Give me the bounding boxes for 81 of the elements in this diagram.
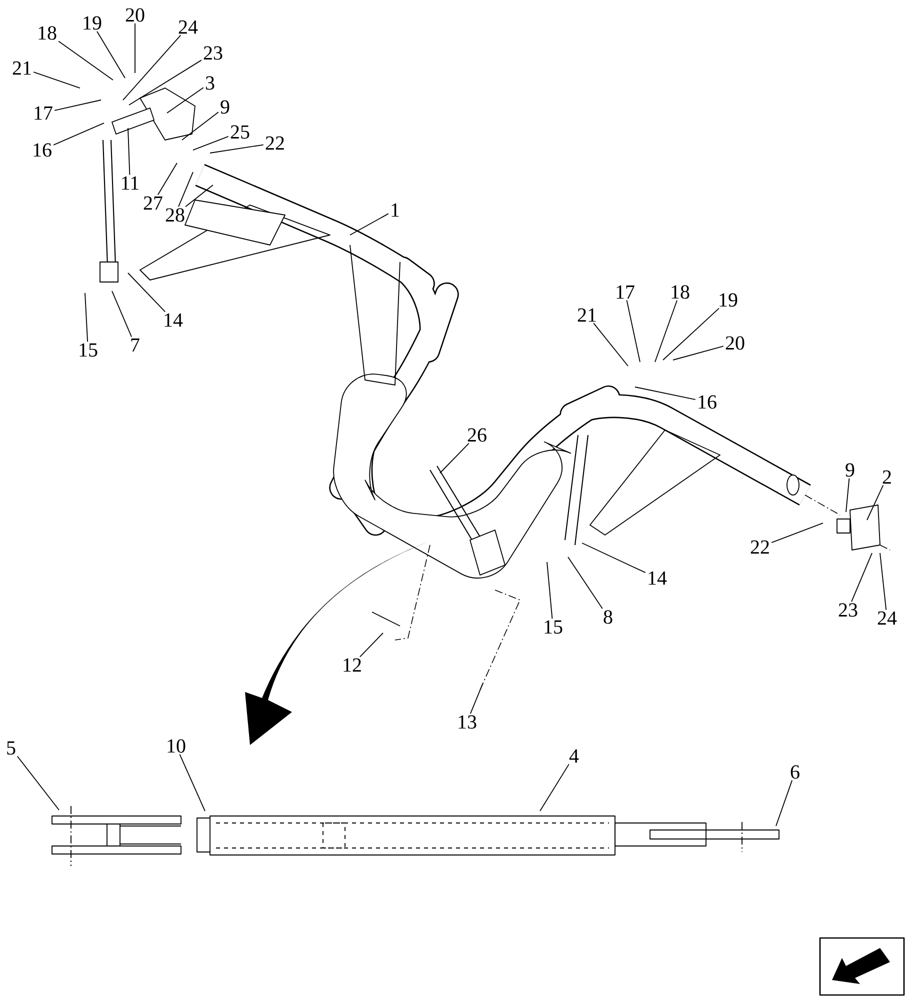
leader-line — [634, 386, 696, 400]
leader-line — [851, 552, 872, 602]
leader-line — [122, 34, 182, 100]
leader-line — [192, 136, 229, 150]
callout-number: 17 — [34, 106, 52, 120]
callout-number: 22 — [750, 540, 769, 554]
leader-line — [53, 122, 104, 146]
callout-number: 23 — [204, 46, 222, 60]
leader-line — [16, 756, 60, 810]
callout-number: 8 — [604, 610, 612, 624]
callout-number: 26 — [468, 428, 486, 442]
leader-line — [846, 478, 850, 512]
callout-number: 19 — [720, 293, 738, 307]
leader-line — [866, 484, 884, 520]
callout-number: 23 — [838, 603, 858, 617]
leader-line — [440, 442, 470, 474]
leader-line — [182, 112, 219, 140]
callout-number: 27 — [144, 196, 162, 210]
callout-number: 4 — [569, 749, 579, 763]
callout-number: 25 — [230, 125, 250, 139]
callout-number: 11 — [122, 176, 138, 190]
leader-line — [128, 128, 130, 176]
callout-number: 20 — [726, 336, 744, 350]
leader-line — [593, 322, 628, 366]
leader-line — [185, 184, 214, 208]
leader-line — [880, 552, 887, 610]
leader-line — [546, 562, 553, 620]
callout-number: 9 — [220, 100, 230, 114]
callout-number: 21 — [12, 61, 31, 75]
leader-line — [54, 100, 102, 111]
leader-line — [470, 682, 484, 714]
callout-number: 14 — [648, 571, 667, 585]
leader-line — [84, 292, 88, 342]
callout-number: 22 — [266, 136, 284, 150]
callout-number: 21 — [578, 308, 596, 322]
leader-line — [128, 272, 166, 312]
leader-line — [178, 172, 194, 208]
leader-line — [58, 40, 114, 80]
leader-line — [672, 346, 724, 360]
leader-line — [128, 60, 202, 106]
callout-number: 20 — [126, 8, 144, 22]
leader-line — [33, 72, 80, 88]
callout-number: 18 — [672, 285, 690, 299]
leader-line — [166, 87, 204, 114]
leader-line — [776, 780, 793, 826]
callout-number: 19 — [84, 16, 102, 30]
callout-number: 24 — [878, 611, 897, 625]
leader-line — [654, 300, 678, 362]
callout-number: 3 — [206, 76, 214, 90]
callout-number: 5 — [7, 741, 16, 755]
leader-line — [157, 162, 178, 196]
leader-line — [771, 522, 824, 544]
leader-line — [568, 556, 603, 610]
callout-number: 9 — [846, 463, 854, 477]
leader-line — [582, 542, 646, 574]
callout-number: 15 — [544, 620, 562, 634]
callout-number: 13 — [458, 715, 476, 729]
callout-number: 12 — [344, 658, 361, 672]
callout-number: 24 — [178, 20, 198, 34]
callout-number: 28 — [166, 208, 184, 222]
leader-line — [210, 144, 264, 154]
callout-number: 10 — [168, 739, 186, 753]
leader-line — [350, 213, 389, 236]
callout-number: 16 — [34, 143, 52, 157]
callout-number: 15 — [80, 343, 98, 357]
leader-line — [179, 754, 206, 812]
callout-number: 18 — [38, 26, 56, 40]
callout-number: 14 — [164, 313, 183, 327]
callout-number: 7 — [131, 338, 140, 352]
callout-number: 1 — [392, 203, 399, 217]
leader-line — [540, 764, 570, 812]
callout-number: 17 — [616, 285, 634, 299]
leader-line — [360, 632, 384, 658]
callout-number: 2 — [882, 470, 891, 484]
leader-line — [96, 30, 126, 78]
callout-number: 16 — [698, 395, 716, 409]
leader-line — [626, 300, 640, 362]
leader-line — [134, 22, 136, 74]
leader-line — [662, 308, 720, 360]
callout-number: 6 — [790, 765, 800, 779]
leader-line — [112, 290, 132, 338]
